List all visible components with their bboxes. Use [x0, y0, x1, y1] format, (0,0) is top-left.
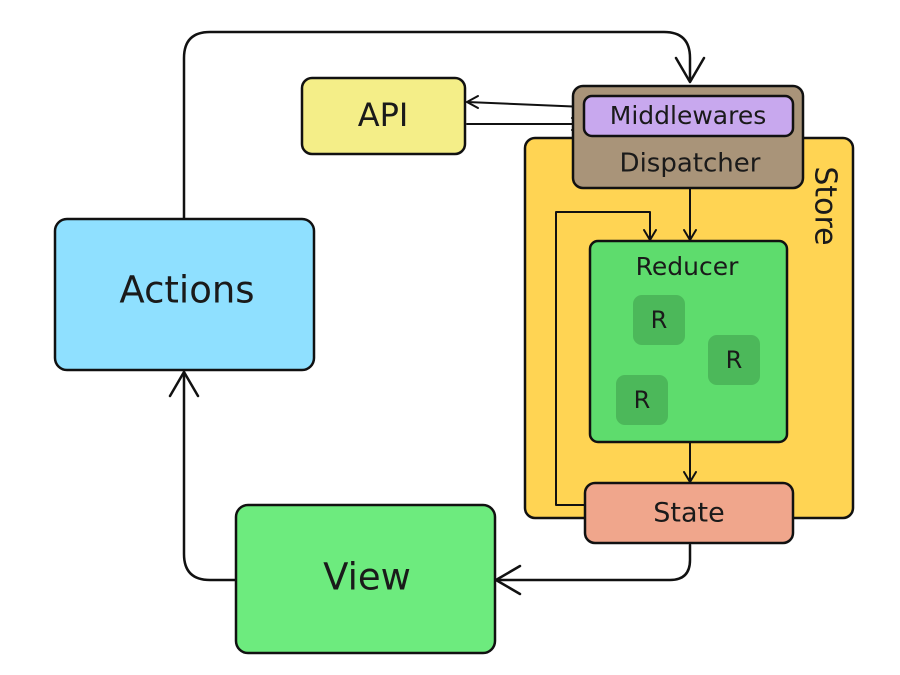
state-label: State — [653, 498, 724, 529]
reducer-item-label: R — [634, 386, 651, 414]
middlewares-label: Middlewares — [610, 101, 766, 130]
reducer-item-label: R — [726, 346, 743, 374]
actions-box — [53, 217, 316, 372]
reducer-item-box — [633, 295, 685, 345]
view-box — [234, 503, 497, 655]
middlewares-node: Middlewares — [582, 94, 795, 138]
actions-to-middlewares-arrowhead — [674, 56, 706, 84]
middlewares-box — [582, 94, 795, 138]
state-to-reducer-loop-arrow — [555, 211, 651, 506]
view-to-actions-arrowhead — [168, 370, 200, 398]
actions-label: Actions — [119, 269, 254, 312]
reducer-node: Reducer R R R — [588, 239, 789, 444]
dispatcher-label: Dispatcher — [620, 149, 761, 179]
view-node: View — [234, 503, 497, 655]
view-label: View — [323, 556, 411, 599]
reducer-item-label: R — [651, 306, 668, 334]
api-box — [300, 76, 467, 156]
state-node: State — [583, 481, 795, 545]
actions-to-middlewares-arrow — [182, 30, 692, 220]
view-to-actions-arrow — [182, 370, 238, 582]
store-label: Store — [808, 166, 843, 245]
state-box — [583, 481, 795, 545]
api-node: API — [300, 76, 467, 156]
reducer-item-box — [708, 335, 760, 385]
middlewares-to-api-arrow — [466, 101, 586, 108]
api-label: API — [358, 96, 409, 134]
reducer-item-box — [616, 375, 668, 425]
actions-node: Actions — [53, 217, 316, 372]
state-to-view-arrow — [494, 543, 692, 582]
reducer-label: Reducer — [636, 252, 739, 281]
middlewares-to-api-arrowhead — [466, 95, 479, 109]
